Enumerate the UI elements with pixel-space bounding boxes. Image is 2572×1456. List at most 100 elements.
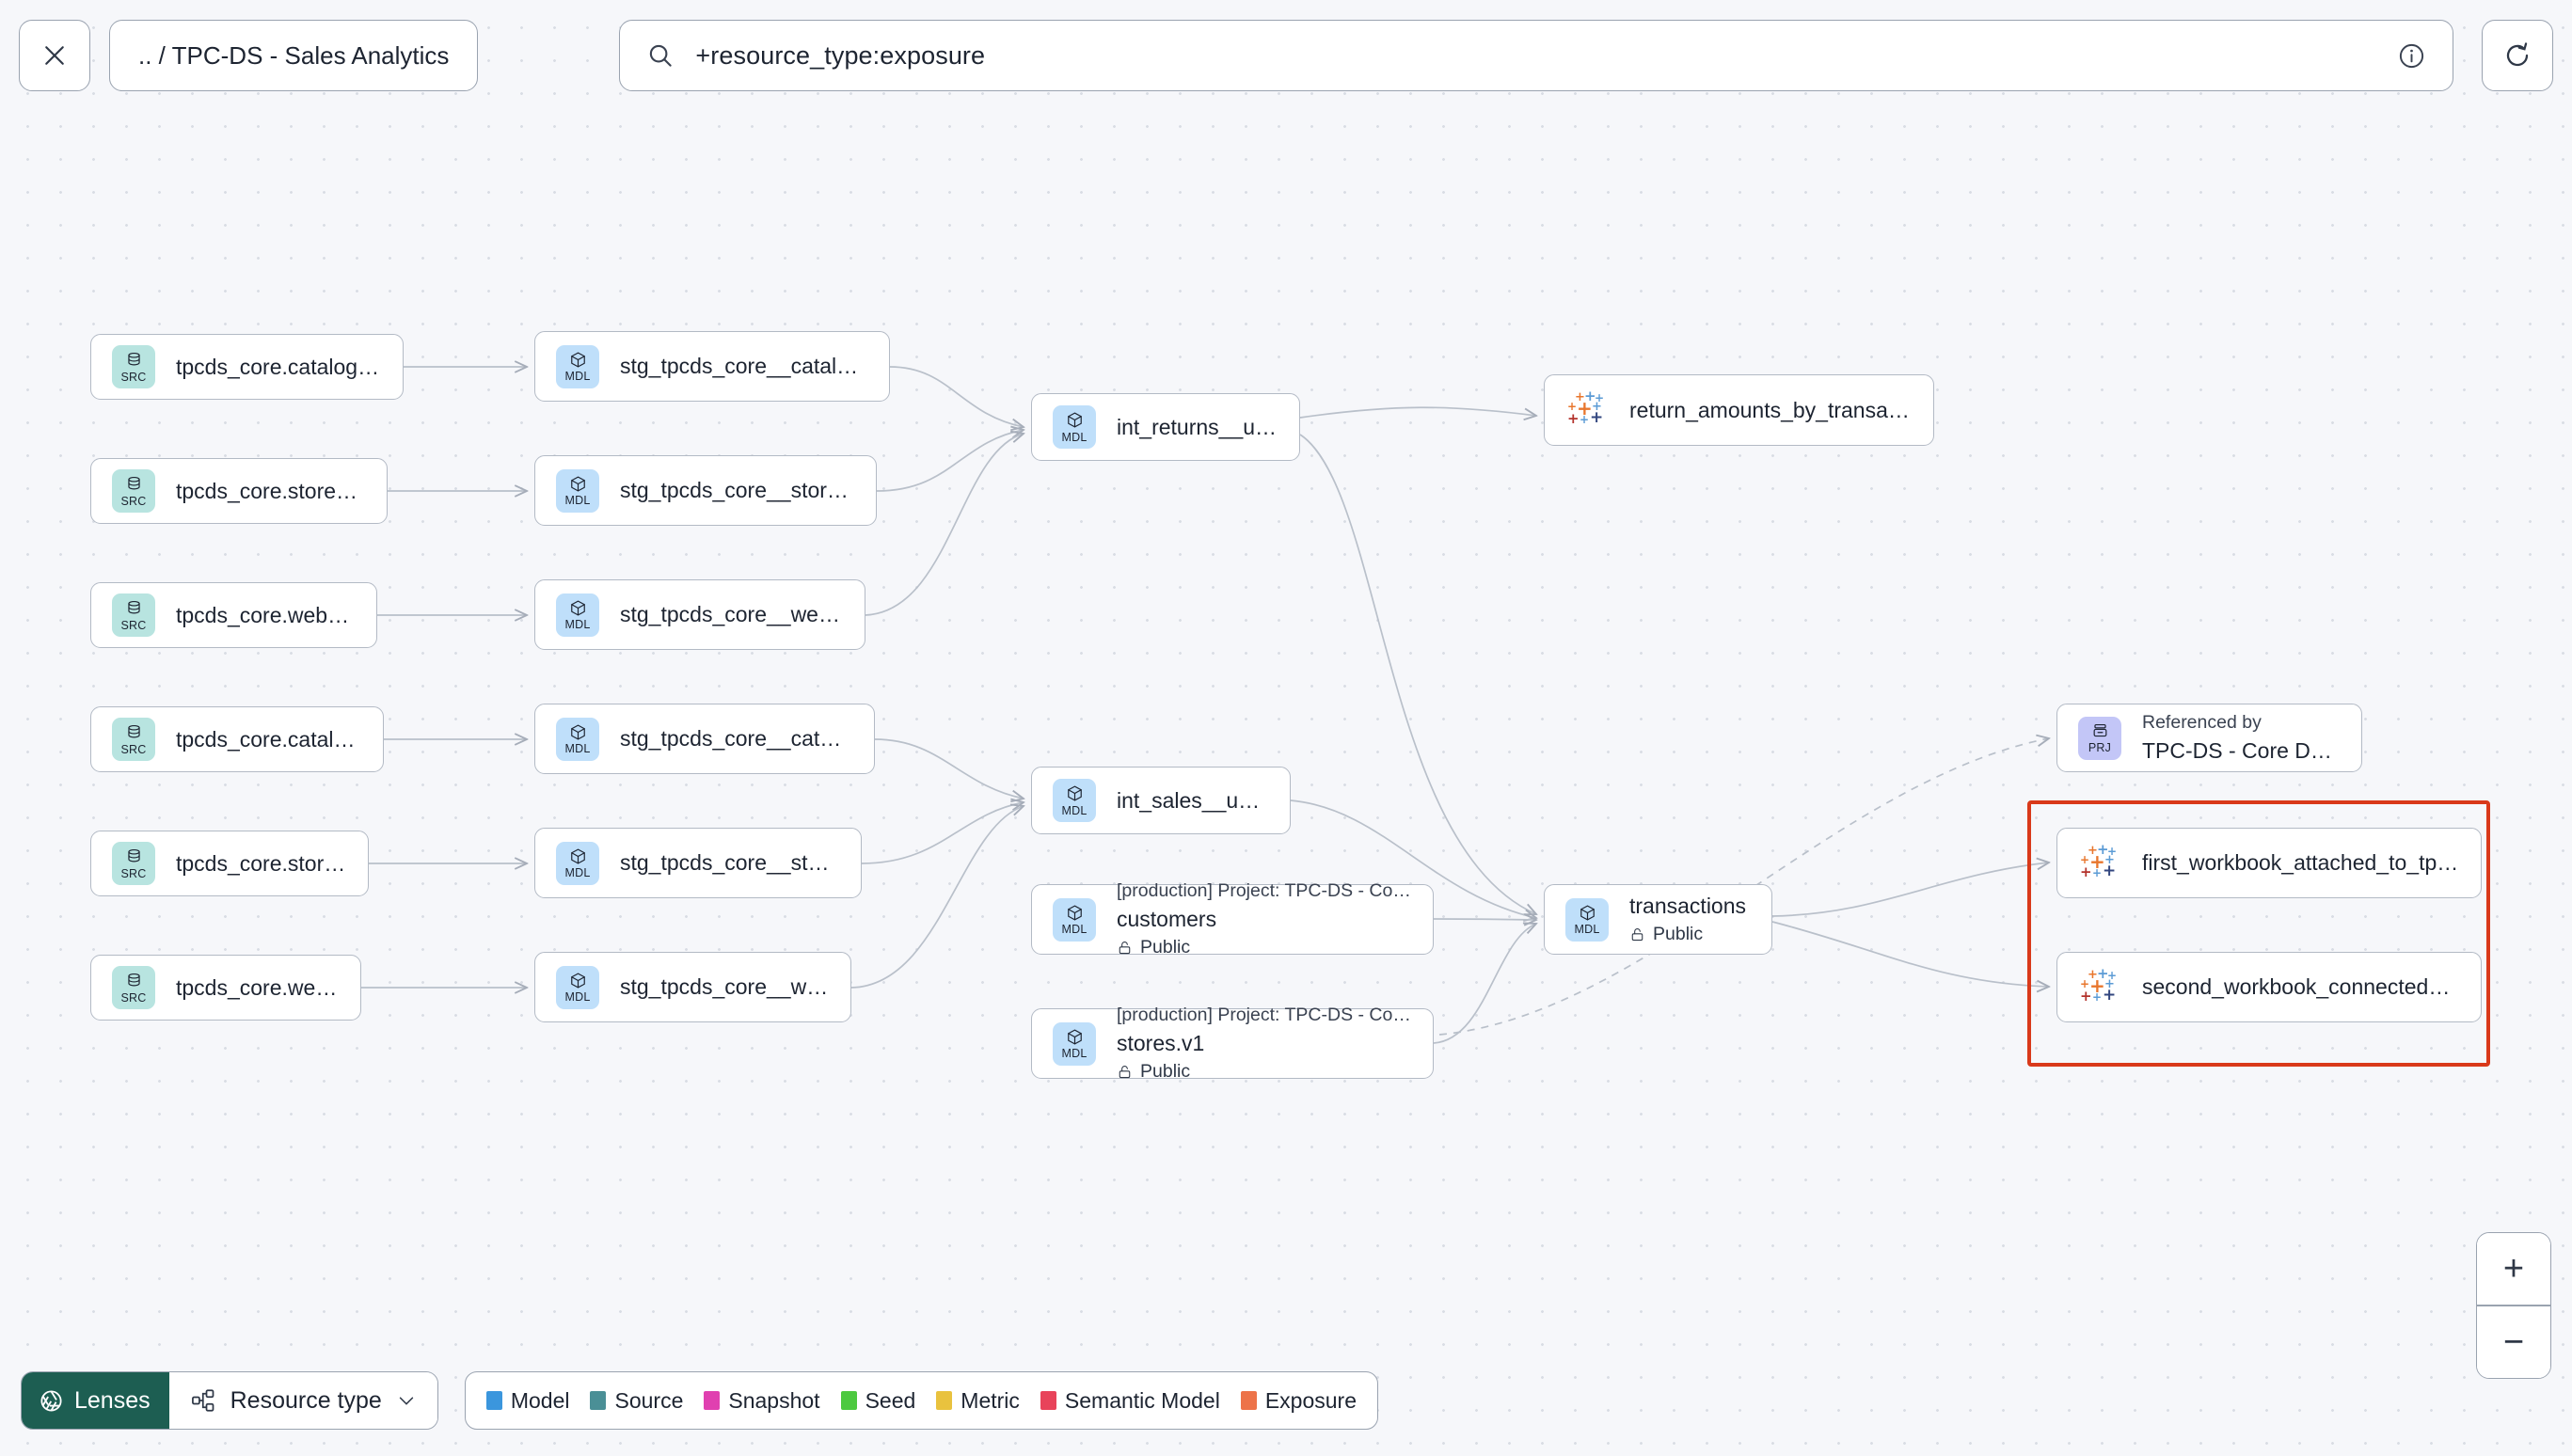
database-icon-wrap [125,723,143,742]
resource-type-label: Resource type [230,1386,382,1414]
cube-icon-wrap [569,598,587,617]
zoom-out-button[interactable]: − [2477,1306,2550,1378]
resource-type-dropdown[interactable]: Resource type [168,1372,437,1429]
node-badge-text: MDL [564,742,591,756]
node-body: tpcds_core.web_sales [176,975,340,1001]
node-badge-text: SRC [120,742,147,756]
hierarchy-icon [191,1389,214,1412]
node-body: tpcds_core.store_returns [176,479,366,504]
node-body: int_returns__unioned [1117,415,1278,440]
zoom-in-button[interactable]: + [2477,1233,2550,1306]
node-body: [production] Project: TPC-DS - Core Data… [1117,1005,1412,1083]
node-meta-label: Public [1140,1061,1191,1082]
zoom-controls[interactable]: + − [2476,1232,2551,1379]
graph-node-first_workbook[interactable]: +++++++++first_workbook_attached_to_tpc-… [2056,828,2482,898]
node-badge-prj: PRJ [2078,716,2121,760]
node-badge-text: MDL [1061,803,1088,817]
legend-item-seed[interactable]: Seed [840,1387,916,1414]
database-icon [127,973,140,987]
legend-item-metric[interactable]: Metric [936,1388,1020,1414]
cube-icon-wrap [1066,411,1084,430]
legend-item-model[interactable]: Model [485,1387,570,1414]
info-icon[interactable] [2397,41,2426,71]
node-label: stores.v1 [1117,1031,1205,1055]
database-icon [127,477,140,490]
node-body: int_sales__unioned [1117,788,1269,814]
graph-node-src_web_sales[interactable]: SRC tpcds_core.web_sales [90,955,361,1021]
breadcrumb[interactable]: .. / TPC-DS - Sales Analytics [109,20,479,91]
cube-icon-wrap [1579,903,1596,922]
graph-node-src_store_returns[interactable]: SRC tpcds_core.store_returns [90,458,388,524]
legend-label: Seed [865,1387,916,1413]
legend-item-snapshot[interactable]: Snapshot [704,1388,820,1414]
breadcrumb-label: .. / TPC-DS - Sales Analytics [138,40,450,70]
node-label: tpcds_core.catalog_returns [176,354,382,379]
graph-node-return_amounts[interactable]: +++++++++return_amounts_by_transaction_t… [1544,374,1934,446]
legend-swatch [936,1391,953,1410]
node-badge-text: MDL [1061,1047,1088,1061]
node-label: tpcds_core.web_sales [176,974,340,1000]
legend-item-semantic-model[interactable]: Semantic Model [1040,1388,1220,1414]
legend-swatch [485,1391,502,1410]
node-badge-src: SRC [112,345,155,388]
legend-label: Metric [961,1387,1020,1413]
legend-item-source[interactable]: Source [590,1388,683,1414]
node-label: first_workbook_attached_to_tpc-ds_-_… [2142,850,2460,875]
node-label: TPC-DS - Core Data Models [2142,738,2341,763]
cube-icon [1067,905,1082,921]
legend-label: Exposure [1264,1387,1357,1413]
node-badge-mdl: MDL [556,593,599,637]
graph-node-int_sales_unioned[interactable]: MDL int_sales__unioned [1031,767,1291,834]
node-meta-label: Public [1140,937,1191,957]
cube-icon [1067,785,1082,801]
graph-node-customers[interactable]: MDL[production] Project: TPC-DS - Core D… [1031,880,1434,957]
node-badge-text: SRC [120,866,147,880]
search-input[interactable]: +resource_type:exposure [695,40,986,70]
tableau-icon: +++++++++ [2080,964,2118,1005]
lenses-label: Lenses [74,1386,151,1414]
cube-icon [570,973,585,989]
lens-group[interactable]: Lenses Resource type [21,1371,438,1430]
node-label: second_workbook_connected_to_live… [2142,974,2460,999]
node-badge-text: MDL [564,990,591,1005]
cube-icon [1067,412,1082,428]
graph-node-stg_catalog_sales[interactable]: MDL stg_tpcds_core__catalog_sales [534,704,875,774]
search-bar[interactable]: +resource_type:exposure [619,20,2453,91]
chevron-down-icon[interactable] [396,1390,417,1411]
cube-icon [570,848,585,864]
refresh-button[interactable] [2482,20,2553,91]
graph-node-stores_v1[interactable]: MDL [production] Project: TPC-DS - Core D… [1031,1005,1434,1082]
node-meta-label: Public [1653,924,1704,944]
node-body: first_workbook_attached_to_tpc-ds_-_… [2142,850,2460,876]
node-body: tpcds_core.web_returns [176,603,356,628]
legend-label: Model [510,1387,570,1413]
node-body: stg_tpcds_core__catalog_sales [620,726,853,752]
close-button[interactable] [19,20,90,91]
node-body: stg_tpcds_core__catalog_returns [620,354,868,379]
node-body: [production] Project: TPC-DS - Core Data… [1117,880,1412,958]
node-badge-text: SRC [120,990,147,1005]
graph-node-src_catalog_returns[interactable]: SRC tpcds_core.catalog_returns [90,334,404,400]
lock-open-icon [1631,928,1643,942]
graph-node-second_workbook[interactable]: +++++++++ second_workbook_connected_to_li… [2056,952,2482,1022]
lenses-button[interactable]: Lenses [22,1372,169,1429]
cube-icon-wrap [569,971,587,989]
node-badge-text: MDL [564,618,591,632]
node-badge-text: SRC [120,494,147,508]
node-label: tpcds_core.store_returns [176,478,366,503]
node-label: transactions [1629,894,1747,918]
legend-item-exposure[interactable]: Exposure [1240,1387,1357,1414]
